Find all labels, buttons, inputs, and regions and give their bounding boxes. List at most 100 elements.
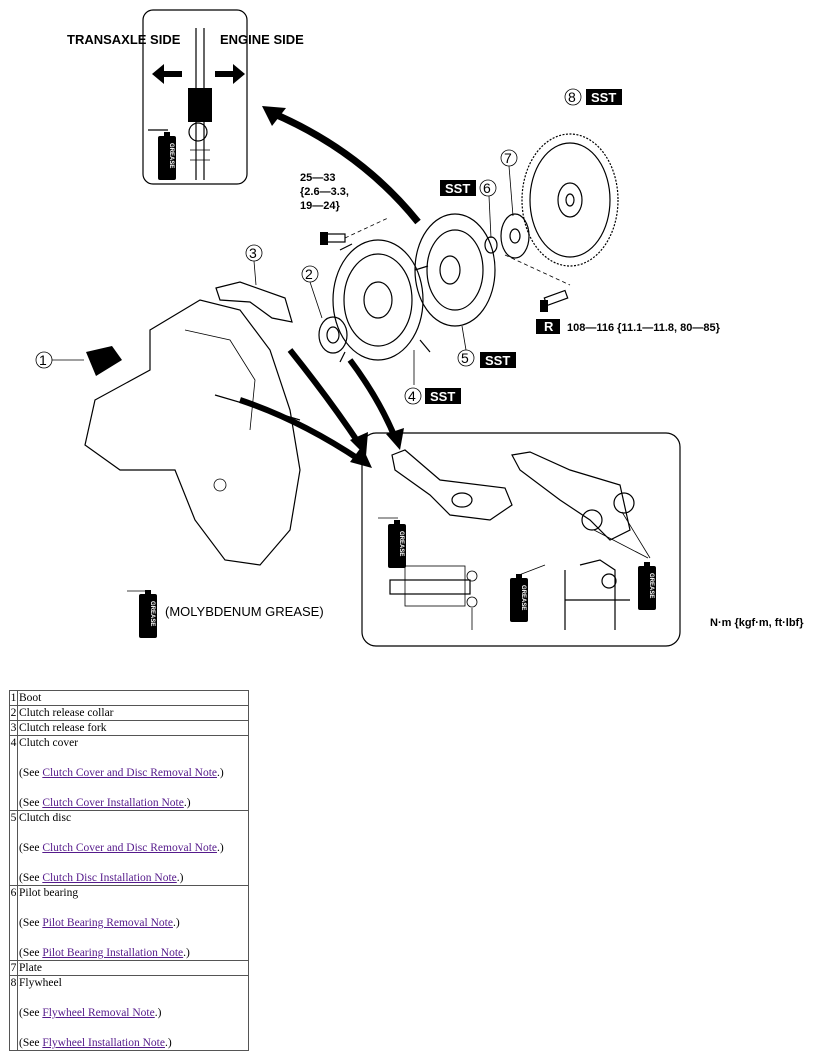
see-close-text: .): [217, 842, 224, 854]
part-description: Boot: [17, 690, 249, 706]
arrow-to-inset-2: [287, 348, 363, 447]
part-name: Plate: [19, 962, 42, 974]
part-number: 6: [9, 885, 18, 961]
note-link[interactable]: Flywheel Removal Note: [42, 1007, 155, 1019]
inset-detail-bottom: [361, 432, 681, 647]
boot: [86, 346, 122, 376]
note-link[interactable]: Clutch Cover and Disc Removal Note: [42, 842, 218, 854]
sst-badge-6: [440, 180, 476, 196]
part-description: Clutch release fork: [17, 720, 249, 736]
cover-bolt-icon: [320, 217, 389, 245]
part-number: 3: [9, 720, 18, 736]
plate: [500, 213, 530, 259]
svg-text:1: 1: [39, 352, 47, 368]
part-description: Clutch cover (See Clutch Cover and Disc R…: [17, 735, 249, 811]
svg-text:8: 8: [568, 89, 576, 105]
sst-badge-4: [425, 388, 461, 404]
callout-4: [404, 387, 422, 405]
note-link[interactable]: Flywheel Installation Note: [42, 1037, 165, 1049]
svg-text:4: 4: [408, 388, 416, 404]
see-close-text: .): [176, 872, 184, 884]
shaft-section-detail: [389, 565, 478, 630]
see-note-line: (See Clutch Cover and Disc Removal Note.…: [19, 766, 247, 780]
svg-text:SST: SST: [591, 90, 616, 105]
arrow-to-inset-1: [239, 397, 362, 463]
part-name: Pilot bearing: [19, 887, 79, 899]
clutch-cover: [332, 239, 431, 363]
part-number: 2: [9, 705, 18, 721]
svg-text:SST: SST: [485, 353, 510, 368]
transaxle-housing: [84, 299, 301, 566]
fork-detail-right: [511, 451, 631, 541]
clutch-disc: [414, 213, 496, 327]
part-description: Flywheel(See Flywheel Removal Note.)(See…: [17, 975, 249, 1051]
svg-text:7: 7: [504, 150, 512, 166]
torque-cover-line1: 25—33: [300, 172, 335, 184]
engine-side-label: ENGINE SIDE: [220, 32, 304, 47]
see-note-line: (See Clutch Cover and Disc Removal Note.…: [19, 841, 247, 855]
see-open-text: (See: [19, 947, 43, 959]
see-close-text: .): [183, 947, 190, 959]
see-note-line: (See Clutch Disc Installation Note.): [19, 871, 247, 885]
note-link[interactable]: Clutch Disc Installation Note: [42, 872, 177, 884]
torque-cover-line2: {2.6—3.3,: [300, 186, 349, 198]
note-link[interactable]: Pilot Bearing Removal Note: [42, 917, 173, 929]
see-note-line: (See Flywheel Removal Note.): [19, 1006, 247, 1020]
sst-badge-8: [586, 89, 622, 105]
note-link[interactable]: Clutch Cover Installation Note: [42, 797, 184, 809]
flywheel: [521, 133, 619, 267]
svg-text:2: 2: [305, 266, 313, 282]
torque-units: N·m {kgf·m, ft·lbf}: [710, 617, 804, 629]
svg-text:6: 6: [483, 180, 491, 196]
see-note-line: (See Flywheel Installation Note.): [19, 1036, 247, 1050]
svg-text:SST: SST: [430, 389, 455, 404]
see-note-line: (See Pilot Bearing Installation Note.): [19, 946, 247, 960]
note-link[interactable]: Pilot Bearing Installation Note: [42, 947, 184, 959]
note-link[interactable]: Clutch Cover and Disc Removal Note: [42, 767, 218, 779]
shaft-detail: [188, 28, 212, 180]
part-number: 8: [9, 975, 18, 1051]
see-open-text: (See: [19, 917, 43, 929]
see-open-text: (See: [19, 767, 43, 779]
direction-arrows: [152, 64, 245, 84]
clutch-exploded-diagram: GREASE TRANSAXLE SIDE ENGINE SIDE 25—33 …: [35, 9, 804, 647]
see-note-line: (See Pilot Bearing Removal Note.): [19, 916, 247, 930]
part-description: Clutch disc (See Clutch Cover and Disc Re…: [17, 810, 249, 886]
see-close-text: .): [164, 1037, 172, 1049]
see-note-line: (See Clutch Cover Installation Note.): [19, 796, 247, 810]
svg-text:5: 5: [461, 350, 469, 366]
part-description: Pilot bearing (See Pilot Bearing Removal …: [17, 885, 249, 961]
part-number: 7: [9, 960, 18, 976]
grease-can-icon: [139, 590, 157, 638]
arrow-to-inset-3: [347, 358, 399, 442]
see-open-text: (See: [19, 872, 43, 884]
callout-5: [457, 349, 475, 367]
part-name: Clutch release fork: [19, 722, 107, 734]
r-badge: [536, 319, 560, 334]
see-open-text: (See: [19, 1007, 43, 1019]
see-close-text: .): [154, 1007, 162, 1019]
svg-text:3: 3: [249, 245, 257, 261]
transaxle-side-label: TRANSAXLE SIDE: [67, 32, 181, 47]
part-name: Clutch cover: [19, 737, 79, 749]
see-close-text: .): [217, 767, 224, 779]
see-open-text: (See: [19, 1037, 43, 1049]
part-description: Plate: [17, 960, 249, 976]
part-name: Boot: [19, 692, 42, 704]
part-name: Clutch disc: [19, 812, 72, 824]
callout-8: [564, 88, 582, 106]
part-name: Flywheel: [19, 977, 62, 989]
housing-section-detail: [564, 559, 630, 630]
release-collar: [318, 316, 348, 354]
torque-cover-line3: 19—24}: [300, 200, 340, 212]
part-number: 1: [9, 690, 18, 706]
grease-can-icon: [638, 562, 656, 610]
see-close-text: .): [183, 797, 191, 809]
